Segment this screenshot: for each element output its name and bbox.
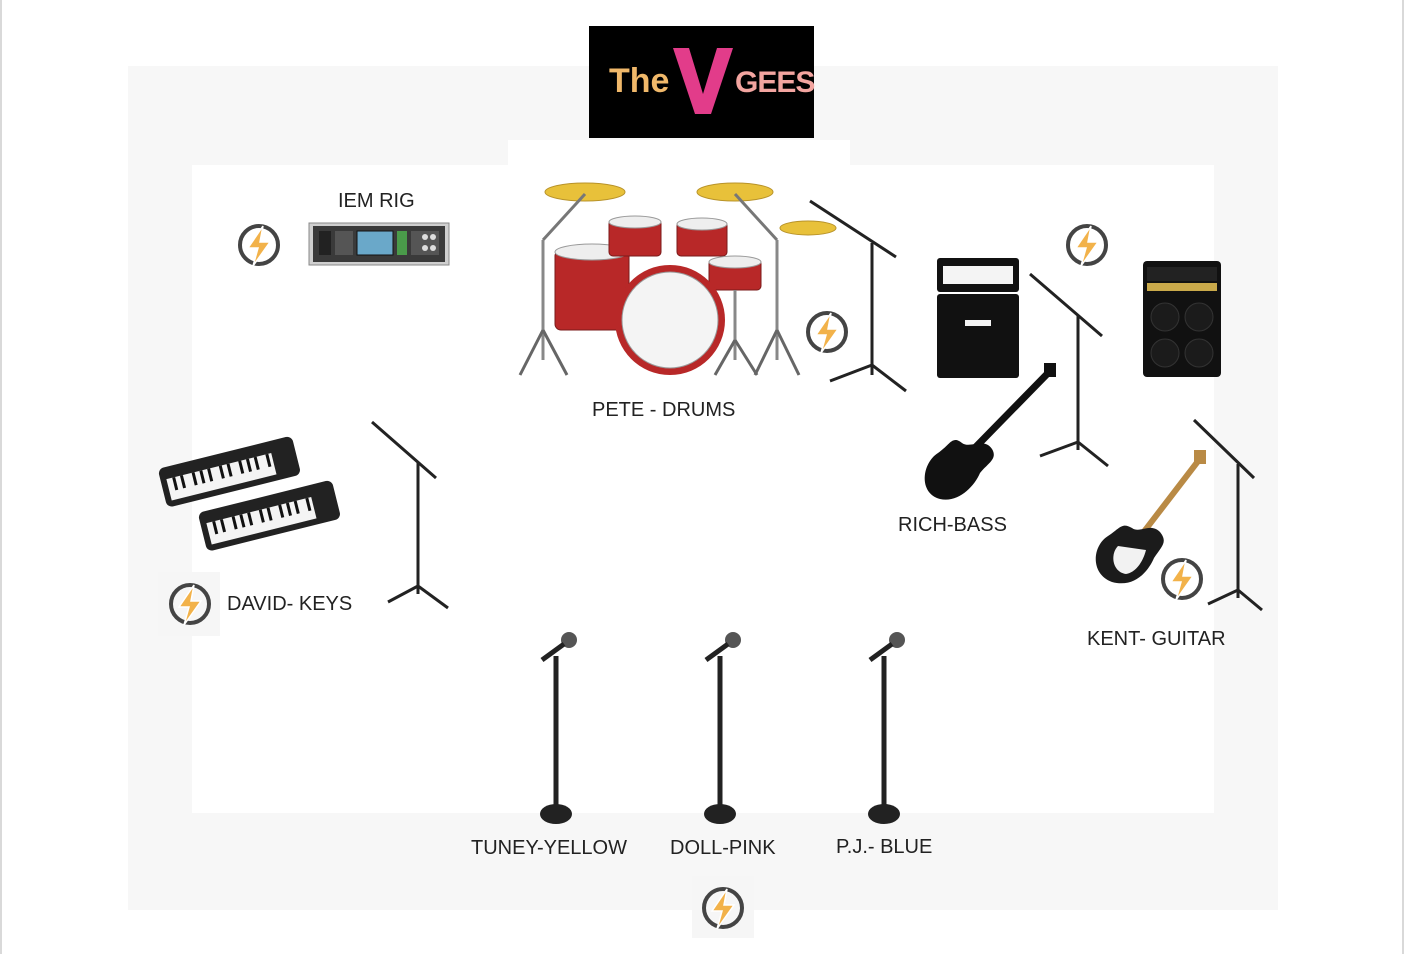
vocal-mic-icon [704, 632, 741, 824]
boom-mic-stand-icon [809, 199, 907, 393]
iem-rig-mixer-icon [308, 222, 450, 266]
vocal-pink-label: DOLL-PINK [670, 837, 776, 859]
logo-suffix: GEES [735, 66, 815, 99]
keys-label: DAVID- KEYS [227, 593, 353, 615]
logo-prefix: The [609, 62, 670, 100]
electric-guitar-icon [1095, 450, 1206, 584]
vocal-mic-icon [868, 632, 905, 824]
stage-riser [508, 140, 850, 170]
band-logo: The GEES [589, 26, 815, 138]
power-outlet-icon [169, 583, 211, 626]
guitar-label: KENT- GUITAR [1087, 628, 1226, 650]
power-outlet-icon [702, 887, 744, 930]
drum-kit-icon [518, 182, 837, 376]
boom-mic-stand-icon [371, 420, 449, 610]
bass-label: RICH-BASS [898, 514, 1007, 536]
guitar-amp-icon [1143, 261, 1221, 377]
boom-mic-stand-icon [1029, 272, 1109, 468]
vocal-blue-label: P.J.- BLUE [836, 836, 933, 858]
logo-v-letter [673, 48, 733, 114]
power-outlet-icon [238, 224, 280, 267]
vocal-mic-icon [540, 632, 577, 824]
stage-floor [192, 165, 1214, 813]
boom-mic-stand-icon [1192, 418, 1263, 612]
keyboard-icon [158, 436, 340, 551]
bass-guitar-icon [924, 363, 1056, 500]
drums-label: PETE - DRUMS [592, 399, 736, 421]
power-outlet-icon [806, 311, 848, 354]
power-outlet-icon [1161, 558, 1203, 601]
power-outlet-icon [1066, 224, 1108, 267]
iem-rig-label: IEM RIG [338, 190, 415, 212]
vocal-yellow-label: TUNEY-YELLOW [471, 837, 627, 859]
bass-amp-icon [937, 258, 1019, 378]
